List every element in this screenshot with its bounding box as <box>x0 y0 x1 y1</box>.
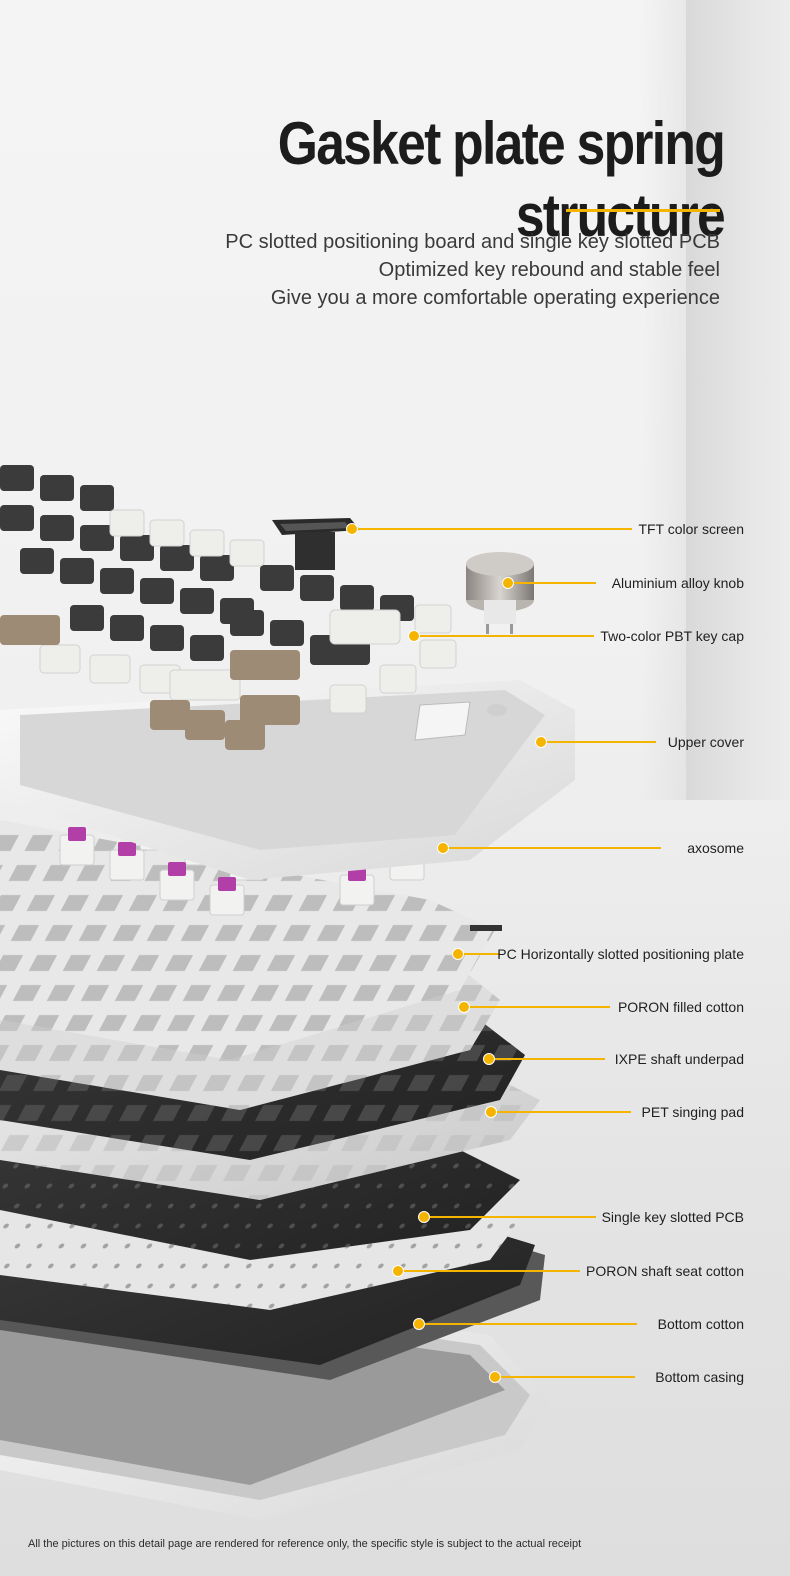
wall-shadow <box>640 0 686 900</box>
callout-pbt-keycap: Two-color PBT key cap <box>600 628 744 644</box>
knob-part <box>466 552 534 634</box>
callout-pet-pad: PET singing pad <box>641 1104 744 1120</box>
callout-dot-tft <box>346 523 358 535</box>
callout-tft-color-screen: TFT color screen <box>638 521 744 537</box>
leader-line-poron-seat <box>398 1270 580 1272</box>
leader-line-axosome <box>443 847 661 849</box>
wall-panel <box>686 0 790 900</box>
subtitle-line-2: Optimized key rebound and stable feel <box>378 259 720 281</box>
callout-dot-bottom-casing <box>489 1371 501 1383</box>
tft-screen-part <box>272 518 360 570</box>
callout-single-key-pcb: Single key slotted PCB <box>601 1209 744 1225</box>
leader-line-bottom-cotton <box>419 1323 637 1325</box>
callout-dot-pet <box>485 1106 497 1118</box>
leader-line-tft <box>352 528 632 530</box>
leader-line-pet <box>491 1111 631 1113</box>
leader-line-upper-cover <box>541 741 656 743</box>
subtitle-line-1: PC slotted positioning board and single … <box>225 231 720 253</box>
title-accent-bar <box>566 209 720 212</box>
subtitle-line-3: Give you a more comfortable operating ex… <box>270 287 720 309</box>
keycap-layer <box>0 465 457 750</box>
leader-line-keycap <box>414 635 594 637</box>
callout-dot-poron-filled <box>458 1001 470 1013</box>
exploded-keyboard-illustration <box>0 465 575 1520</box>
callout-dot-keycap <box>408 630 420 642</box>
leader-line-bottom-casing <box>495 1376 635 1378</box>
callout-poron-filled: PORON filled cotton <box>617 999 744 1015</box>
leader-line-poron-filled <box>464 1006 610 1008</box>
callout-dot-pc-plate <box>452 948 464 960</box>
callout-dot-poron-seat <box>392 1265 404 1277</box>
callout-ixpe-underpad: IXPE shaft underpad <box>614 1051 744 1067</box>
callout-dot-bottom-cotton <box>413 1318 425 1330</box>
leader-line-knob <box>508 582 596 584</box>
leader-line-pcb <box>424 1216 596 1218</box>
callout-bottom-casing: Bottom casing <box>655 1369 744 1385</box>
disclaimer-text: All the pictures on this detail page are… <box>28 1538 582 1550</box>
callout-dot-upper-cover <box>535 736 547 748</box>
callout-bottom-cotton: Bottom cotton <box>657 1316 744 1332</box>
leader-line-pc-plate <box>458 953 500 955</box>
leader-line-ixpe <box>489 1058 605 1060</box>
callout-aluminium-knob: Aluminium alloy knob <box>611 575 744 591</box>
page-title: Gasket plate spring structure <box>277 110 726 249</box>
callout-dot-knob <box>502 577 514 589</box>
callout-upper-cover: Upper cover <box>667 734 744 750</box>
callout-axosome: axosome <box>687 840 744 856</box>
callout-dot-pcb <box>418 1211 430 1223</box>
callout-poron-shaft-seat: PORON shaft seat cotton <box>586 1263 744 1279</box>
callout-pc-plate: PC Horizontally slotted positioning plat… <box>497 946 744 962</box>
callout-dot-ixpe <box>483 1053 495 1065</box>
callout-dot-axosome <box>437 842 449 854</box>
upper-cover-layer <box>0 680 575 880</box>
